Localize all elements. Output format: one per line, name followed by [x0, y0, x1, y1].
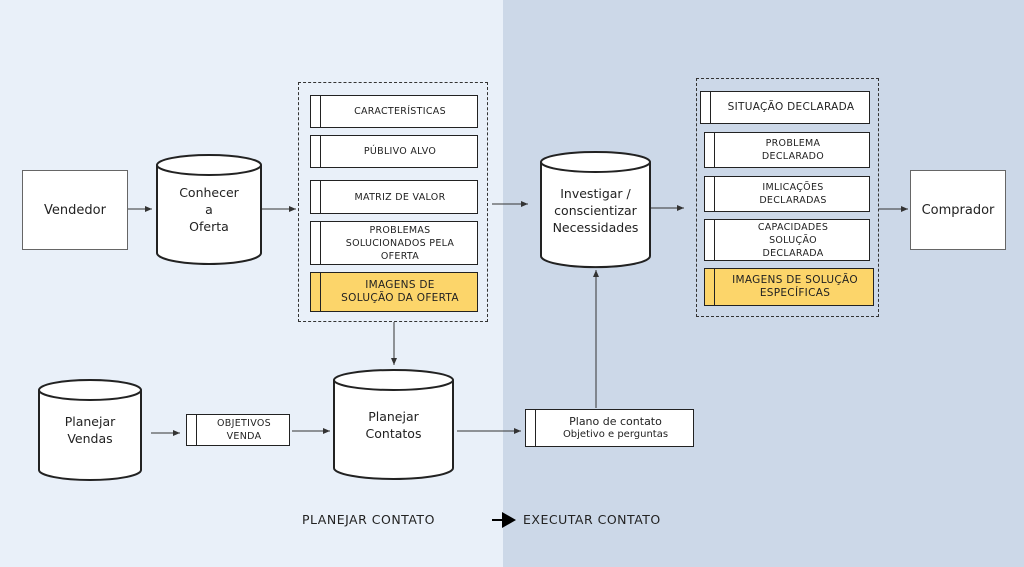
planejar-contatos-label: Planejar Contatos [365, 408, 422, 441]
buyer-item-implicacoes: IMLICAÇÕES DECLARADAS [704, 176, 870, 212]
offer-item-imagens-solucao: IMAGENS DE SOLUÇÃO DA OFERTA [310, 272, 478, 312]
planejar-contatos-cylinder: Planejar Contatos [333, 368, 454, 481]
buyer-item-imagens-especificas: IMAGENS DE SOLUÇÃO ESPECÍFICAS [704, 268, 874, 306]
plano-contato-title: Plano de contato [569, 415, 662, 428]
plano-contato-box: Plano de contato Objetivo e perguntas [525, 409, 694, 447]
buyer-item-situacao: SITUAÇÃO DECLARADA [700, 91, 870, 124]
buyer-group [696, 78, 879, 317]
footer-executar-contato: EXECUTAR CONTATO [523, 512, 661, 527]
vendedor-label: Vendedor [44, 202, 106, 218]
buyer-item-capacidades: CAPACIDADES SOLUÇÃO DECLARADA [704, 219, 870, 261]
buyer-item-problema: PROBLEMA DECLARADO [704, 132, 870, 168]
vendedor-box: Vendedor [22, 170, 128, 250]
investigar-cylinder: Investigar / conscientizar Necessidades [540, 150, 651, 270]
offer-group [298, 82, 488, 322]
plano-contato-subtitle: Objetivo e perguntas [562, 429, 669, 440]
conhecer-oferta-label: Conhecer a Oferta [179, 185, 239, 234]
comprador-box: Comprador [910, 170, 1006, 250]
offer-item-matriz-valor: MATRIZ DE VALOR [310, 180, 478, 214]
planejar-vendas-cylinder: Planejar Vendas [38, 378, 142, 482]
planejar-vendas-label: Planejar Vendas [64, 414, 116, 446]
investigar-label: Investigar / conscientizar Necessidades [552, 185, 639, 235]
objetivos-venda-box: OBJETIVOS VENDA [186, 414, 290, 446]
offer-item-problemas: PROBLEMAS SOLUCIONADOS PELA OFERTA [310, 221, 478, 265]
offer-item-publico-alvo: PÚBLIVO ALVO [310, 135, 478, 168]
conhecer-oferta-cylinder: Conhecer a Oferta [156, 153, 262, 266]
offer-item-caracteristicas: CARACTERÍSTICAS [310, 95, 478, 128]
comprador-label: Comprador [921, 202, 995, 218]
footer-planejar-contato: PLANEJAR CONTATO [302, 512, 435, 527]
